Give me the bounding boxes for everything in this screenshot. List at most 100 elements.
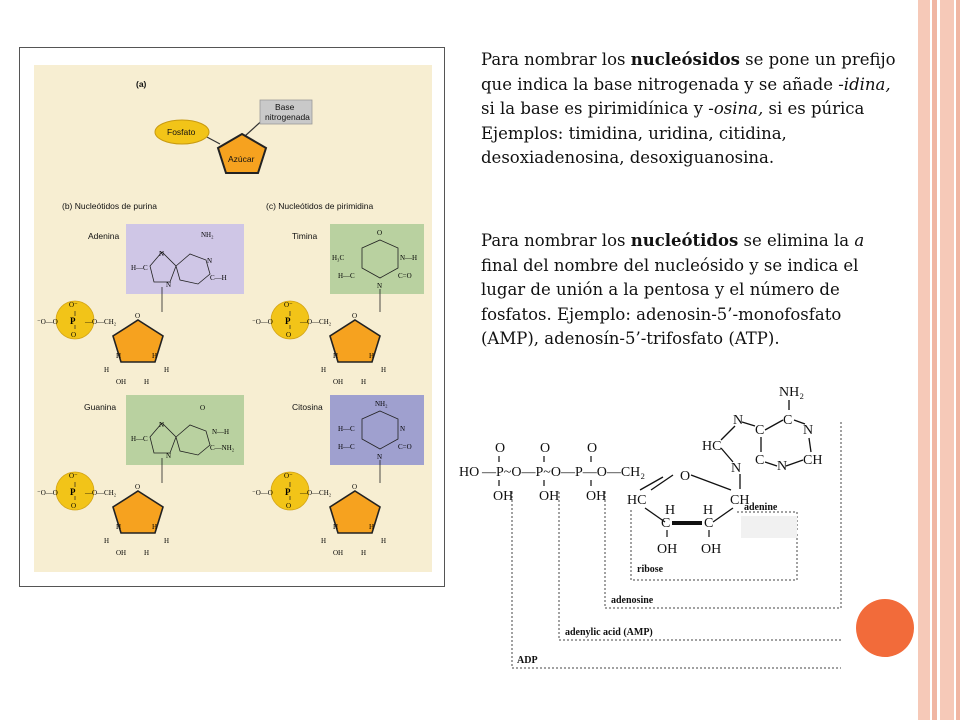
svg-text:N: N xyxy=(803,423,813,438)
italic-suffix: -idina, xyxy=(838,74,891,94)
svg-text:N: N xyxy=(377,453,382,461)
svg-text:H: H xyxy=(665,503,675,518)
panel-b-title: (b) Nucleótidos de purina xyxy=(62,201,157,211)
svg-text:C: C xyxy=(755,423,764,438)
svg-text:CH: CH xyxy=(730,493,749,508)
italic-suffix: -osina, xyxy=(708,99,764,119)
guanine-name: Guanina xyxy=(84,402,117,412)
svg-text:OH: OH xyxy=(493,489,513,504)
adenine-label-box xyxy=(741,516,797,538)
base-label-line1: Base xyxy=(275,102,295,112)
svg-text:N: N xyxy=(166,452,171,460)
svg-text:—P~O—P~O—P—O—CH₂: —P~O—P~O—P—O—CH₂ xyxy=(481,465,645,480)
stripe xyxy=(940,0,954,720)
svg-text:HC: HC xyxy=(702,439,721,454)
svg-text:C: C xyxy=(704,516,713,531)
bold-term: nucleótidos xyxy=(630,231,739,250)
svg-text:CH: CH xyxy=(803,453,822,468)
svg-text:N—H: N—H xyxy=(400,254,417,262)
svg-text:C—NH₂: C—NH₂ xyxy=(210,444,235,452)
atp-adenine-label: adenine xyxy=(744,502,778,513)
stripe xyxy=(956,0,960,720)
atp-structure-diagram: HO —P~O—P~O—P—O—CH₂ O O O OH OH OH O HC … xyxy=(459,385,842,669)
text: si es púrica Ejemplos: timidina, uridina… xyxy=(481,99,865,168)
nucleotide-figure: (a) Fosfato Azúcar Base nitrogenada (b) … xyxy=(19,47,445,587)
svg-text:O: O xyxy=(377,229,382,237)
cytosine-base-box xyxy=(330,395,424,465)
stripe xyxy=(918,0,930,720)
panel-a-diagram xyxy=(154,99,313,174)
atp-adp-label: ADP xyxy=(517,655,538,666)
svg-text:OH: OH xyxy=(701,542,721,557)
text: Para nombrar los xyxy=(481,231,631,250)
sugar-pentagon xyxy=(216,132,268,174)
svg-text:C=O: C=O xyxy=(398,443,412,451)
adenine-name: Adenina xyxy=(88,231,120,241)
thymine-structure: O H₃C H—C N—H C=O N xyxy=(332,229,417,290)
svg-text:C=O: C=O xyxy=(398,272,412,280)
nucleotide-naming-paragraph: Para nombrar los nucleótidos se elimina … xyxy=(481,229,901,352)
svg-text:N: N xyxy=(377,282,382,290)
svg-text:NH₂: NH₂ xyxy=(201,231,214,239)
svg-text:O: O xyxy=(200,404,205,412)
adenine-structure: NH₂ H—C N N N C—H xyxy=(131,231,227,289)
svg-text:H: H xyxy=(703,503,713,518)
guanine-base-box xyxy=(126,395,244,465)
stripe xyxy=(932,0,937,720)
cytosine-name: Citosina xyxy=(292,402,323,412)
svg-text:H—C: H—C xyxy=(338,425,355,433)
svg-text:OH: OH xyxy=(586,489,606,504)
svg-text:NH₂: NH₂ xyxy=(375,400,388,408)
atp-amp-label: adenylic acid (AMP) xyxy=(565,627,653,638)
svg-text:C: C xyxy=(783,413,792,428)
svg-text:C: C xyxy=(755,453,764,468)
italic-letter: a xyxy=(854,231,865,250)
svg-text:NH₂: NH₂ xyxy=(779,385,804,400)
sugar-label: Azúcar xyxy=(228,154,255,164)
svg-text:OH: OH xyxy=(657,542,677,557)
nucleotide-structures: P O⁻ O ⁻O—O —O—CH₂ O H H H H OH H xyxy=(36,224,424,558)
svg-text:N: N xyxy=(400,425,405,433)
decorative-orange-circle xyxy=(856,599,914,657)
svg-text:H—C: H—C xyxy=(131,264,148,272)
bold-term: nucleósidos xyxy=(630,50,740,69)
panel-a-label: (a) xyxy=(136,79,147,89)
text: Para nombrar los xyxy=(481,50,631,69)
svg-text:O: O xyxy=(540,441,550,456)
svg-text:HC: HC xyxy=(627,493,646,508)
svg-text:H—C: H—C xyxy=(338,272,355,280)
svg-text:O: O xyxy=(495,441,505,456)
text: se elimina la xyxy=(738,231,855,250)
svg-text:N—H: N—H xyxy=(212,428,229,436)
base-rect xyxy=(259,99,313,125)
svg-text:H—C: H—C xyxy=(338,443,355,451)
svg-text:O: O xyxy=(680,469,690,484)
phosphate-label: Fosfato xyxy=(167,127,196,137)
nucleoside-naming-paragraph: Para nombrar los nucleósidos se pone un … xyxy=(481,48,901,171)
panel-c-title: (c) Nucleótidos de pirimidina xyxy=(266,201,374,211)
svg-text:N: N xyxy=(731,461,741,476)
svg-text:OH: OH xyxy=(539,489,559,504)
phosphate-ellipse xyxy=(154,119,210,145)
text: se pone un prefijo que indica la base ni… xyxy=(481,50,896,94)
svg-text:N: N xyxy=(159,250,164,258)
svg-text:N: N xyxy=(166,281,171,289)
thymine-name: Timina xyxy=(292,231,318,241)
thymine-base-box xyxy=(330,224,424,294)
svg-text:O: O xyxy=(587,441,597,456)
text: final del nombre del nucleósido y se ind… xyxy=(481,255,859,349)
svg-text:C—H: C—H xyxy=(210,274,227,282)
guanine-structure: O H—C N N N—H C—NH₂ xyxy=(131,404,235,460)
text: si la base es pirimidínica y xyxy=(481,99,709,119)
svg-text:HO: HO xyxy=(459,465,479,480)
atp-adenosine-label: adenosine xyxy=(611,595,654,606)
base-label-line2: nitrogenada xyxy=(265,112,310,122)
svg-text:C: C xyxy=(661,516,670,531)
svg-text:N: N xyxy=(159,421,164,429)
svg-text:N: N xyxy=(207,257,212,265)
svg-text:N: N xyxy=(733,413,743,428)
adenine-base-box xyxy=(126,224,244,294)
svg-text:H—C: H—C xyxy=(131,435,148,443)
svg-text:N: N xyxy=(777,459,787,474)
svg-text:H₃C: H₃C xyxy=(332,254,344,262)
